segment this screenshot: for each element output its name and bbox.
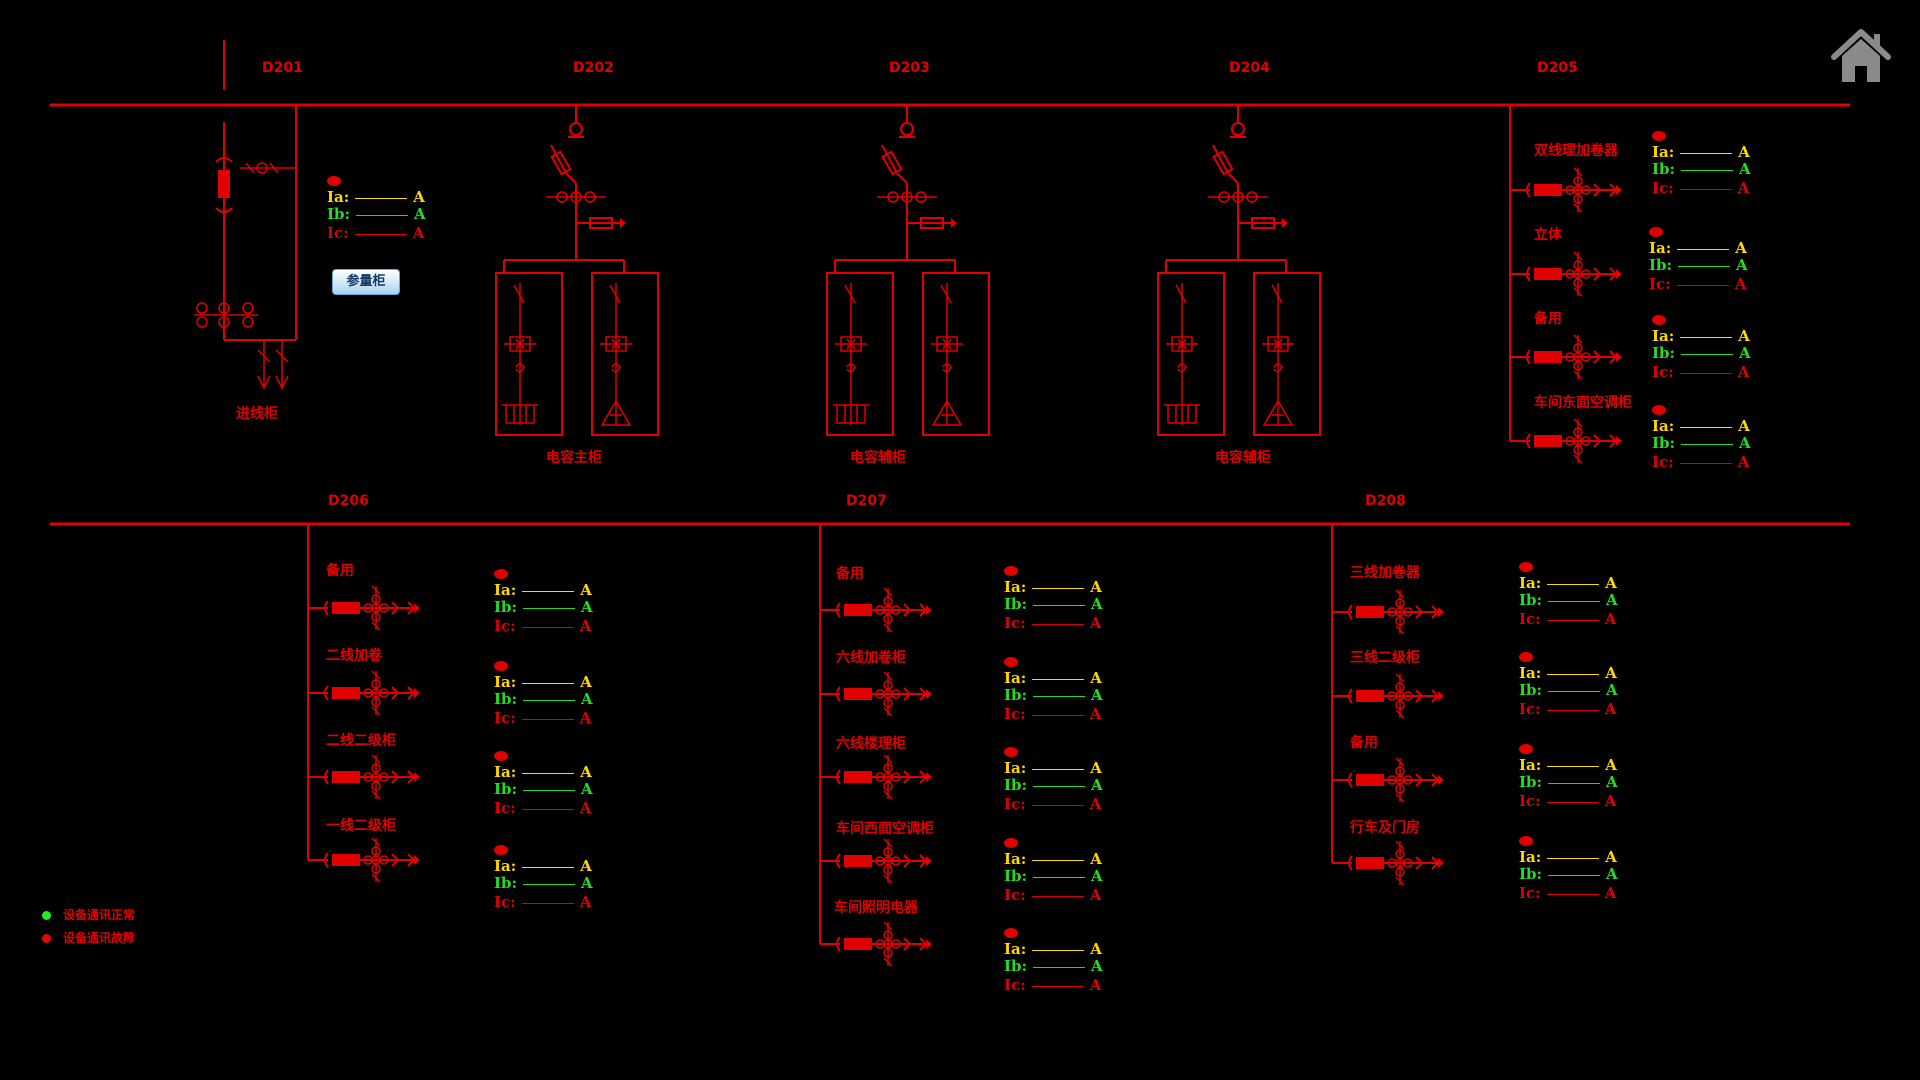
bus-label-d203: D203	[889, 60, 930, 76]
feeder-label: 二线二级柜	[326, 733, 396, 749]
bus-label-d207: D207	[846, 493, 887, 509]
current-meter: Ia:A Ib:A Ic:A	[1004, 838, 1124, 904]
current-meter: Ia:A Ib:A Ic:A	[494, 661, 614, 727]
bus-label-d205: D205	[1537, 60, 1578, 76]
feeder-label: 三线二级柜	[1350, 650, 1420, 666]
feeder-label: 二线加卷	[326, 648, 382, 664]
current-meter: Ia:A Ib:A Ic:A	[1004, 657, 1124, 723]
red-dot-icon	[42, 934, 51, 943]
feeder-label: 双线理加卷器	[1534, 143, 1618, 159]
current-meter: Ia:A Ib:A Ic:A	[494, 569, 614, 635]
feeder-label: 车间东面空调柜	[1534, 395, 1632, 411]
bus-label-d202: D202	[573, 60, 614, 76]
comm-status-dot	[1519, 562, 1533, 572]
bus-label-d208: D208	[1365, 493, 1406, 509]
comm-status-dot	[1652, 405, 1666, 415]
current-meter: Ia:A Ib:A Ic:A	[1652, 315, 1772, 381]
capacitor-aux-cabinet-label-2: 电容辅柜	[1215, 450, 1271, 466]
feeder-label: 备用	[326, 563, 354, 579]
current-meter: Ia:A Ib:A Ic:A	[1519, 652, 1639, 718]
legend-normal: 设备通讯正常	[42, 906, 135, 923]
feeder-label: 车间西面空调柜	[836, 821, 934, 837]
comm-status-dot	[1649, 227, 1663, 237]
current-meter: Ia:A Ib:A Ic:A	[1004, 928, 1124, 994]
feeder-label: 备用	[836, 566, 864, 582]
comm-status-dot	[1652, 315, 1666, 325]
capacitor-main-cabinet-label: 电容主柜	[546, 450, 602, 466]
current-meter: Ia:A Ib:A Ic:A	[1004, 566, 1124, 632]
parameter-cabinet-button[interactable]: 参量柜	[332, 269, 400, 295]
home-icon	[1831, 29, 1891, 82]
feeder-label: 六线楼理柜	[836, 736, 906, 752]
comm-status-dot	[1004, 838, 1018, 848]
bus-label-d204: D204	[1229, 60, 1270, 76]
bus-label-d201: D201	[262, 60, 303, 76]
current-meter: Ia:A Ib:A Ic:A	[1519, 836, 1639, 902]
current-meter: Ia:A Ib:A Ic:A	[494, 751, 614, 817]
comm-status-dot	[494, 845, 508, 855]
incoming-cabinet-label: 进线柜	[236, 406, 278, 422]
current-meter: Ia:A Ib:A Ic:A	[1652, 131, 1772, 197]
comm-status-dot	[1519, 652, 1533, 662]
legend-fault: 设备通讯故障	[42, 929, 135, 946]
comm-status-dot	[1652, 131, 1666, 141]
feeder-label: 备用	[1534, 311, 1562, 327]
current-meter: Ia:A Ib:A Ic:A	[327, 176, 447, 242]
green-dot-icon	[42, 911, 51, 920]
current-meter: Ia:A Ib:A Ic:A	[1652, 405, 1772, 471]
current-meter: Ia:A Ib:A Ic:A	[1649, 227, 1769, 293]
current-meter: Ia:A Ib:A Ic:A	[1519, 744, 1639, 810]
capacitor-aux-cabinet-label-1: 电容辅柜	[850, 450, 906, 466]
bus-label-d206: D206	[328, 493, 369, 509]
comm-status-dot	[494, 569, 508, 579]
feeder-label: 一线二级柜	[326, 818, 396, 834]
feeder-label: 车间照明电器	[834, 900, 918, 916]
comm-status-dot	[494, 661, 508, 671]
comm-status-dot	[494, 751, 508, 761]
feeder-label: 六线加卷柜	[836, 650, 906, 666]
current-meter: Ia:A Ib:A Ic:A	[494, 845, 614, 911]
comm-status-dot	[1004, 566, 1018, 576]
comm-status-dot	[1004, 657, 1018, 667]
feeder-label: 行车及门房	[1350, 820, 1420, 836]
home-button[interactable]	[1830, 26, 1892, 88]
comm-status-dot	[1519, 836, 1533, 846]
current-meter: Ia:A Ib:A Ic:A	[1004, 747, 1124, 813]
feeder-label: 三线加卷器	[1350, 565, 1420, 581]
current-meter: Ia:A Ib:A Ic:A	[1519, 562, 1639, 628]
comm-status-dot	[1004, 747, 1018, 757]
comm-status-dot	[327, 176, 341, 186]
feeder-label: 备用	[1350, 735, 1378, 751]
comm-status-dot	[1519, 744, 1533, 754]
comm-status-dot	[1004, 928, 1018, 938]
feeder-label: 立体	[1534, 227, 1562, 243]
